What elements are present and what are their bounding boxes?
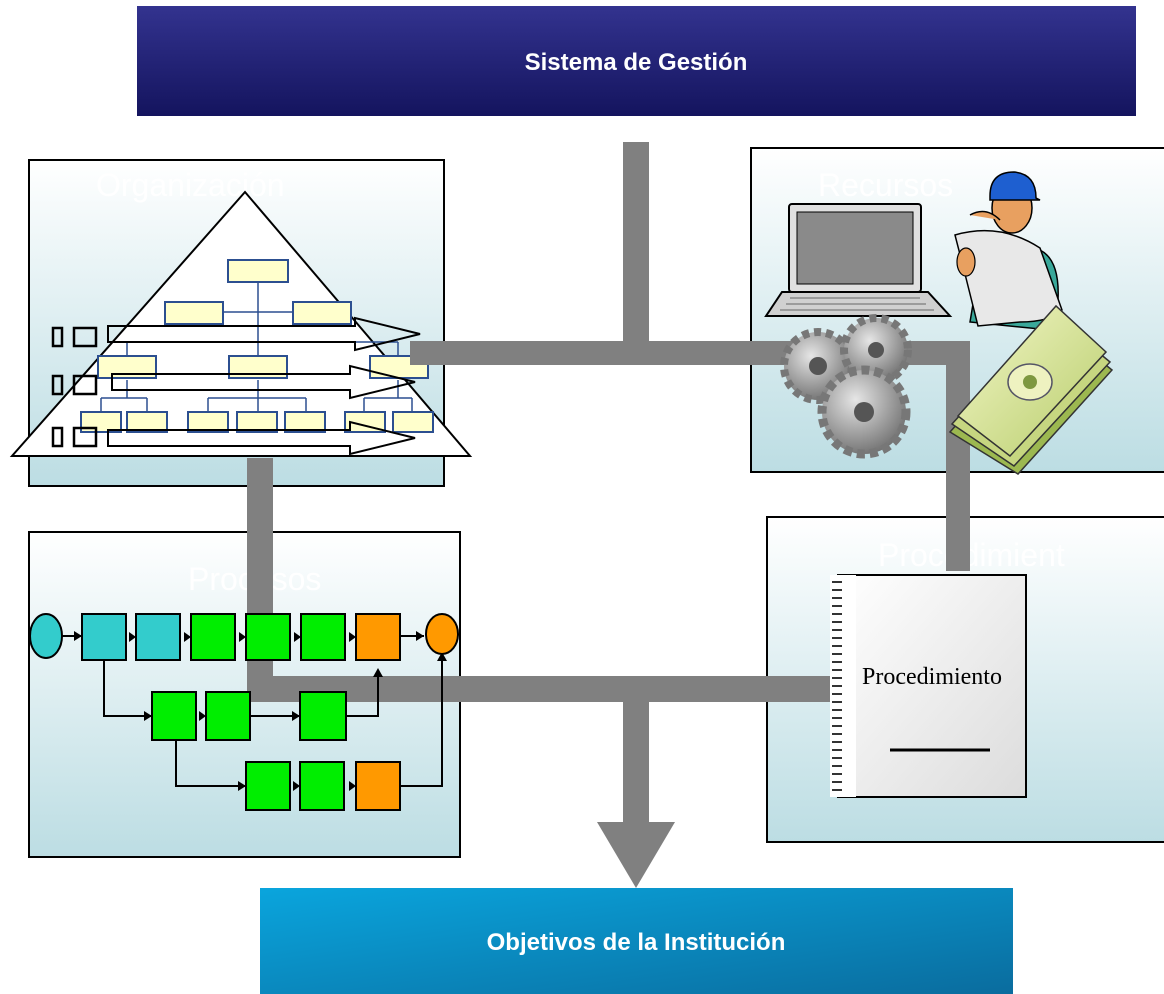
process-step	[355, 613, 401, 661]
laptop-icon	[764, 203, 953, 317]
panel-organizacion-label: Organización	[96, 167, 285, 203]
process-start-node	[29, 613, 63, 659]
footer-title: Objetivos de la Institución	[487, 929, 786, 956]
process-step	[299, 691, 347, 741]
panel-procedimientos-label-line1: Procedimient	[878, 537, 1065, 573]
panel-recursos-label: Recursos	[818, 167, 953, 203]
header-bar: Sistema de Gestión	[137, 6, 1136, 116]
worker-icon	[954, 171, 1063, 331]
notebook-title: Procedimiento	[862, 664, 1002, 690]
process-step	[151, 691, 197, 741]
footer-bar: Objetivos de la Institución	[260, 888, 1013, 994]
process-end-node	[425, 613, 459, 655]
process-step	[190, 613, 236, 661]
money-icon	[948, 304, 1114, 475]
pyramid-icon	[9, 190, 473, 457]
header-title: Sistema de Gestión	[525, 49, 748, 76]
gears-icon	[780, 314, 912, 459]
process-step	[245, 613, 291, 661]
process-step	[81, 613, 127, 661]
process-flow	[29, 613, 459, 811]
process-step	[300, 613, 346, 661]
notebook-icon: Procedimiento	[830, 574, 1027, 798]
process-step	[135, 613, 181, 661]
process-step	[299, 761, 345, 811]
process-step	[245, 761, 291, 811]
process-step	[355, 761, 401, 811]
process-step	[205, 691, 251, 741]
